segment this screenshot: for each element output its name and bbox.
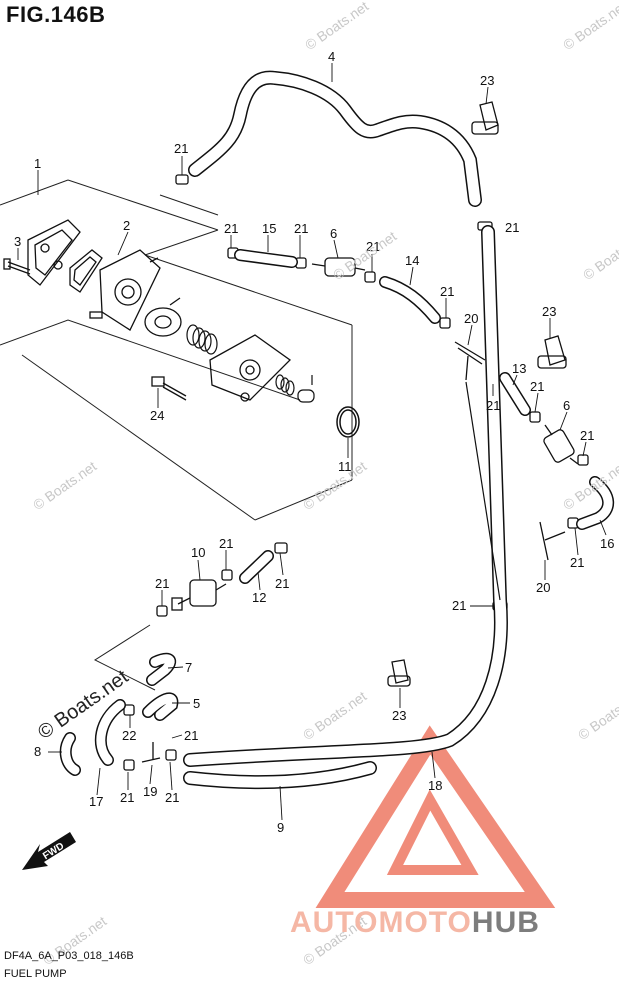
label-part-2: 2 xyxy=(123,218,130,233)
label-part-21-d: 21 xyxy=(294,221,308,236)
label-part-6-top: 6 xyxy=(330,226,337,241)
diaphragm-cap-part xyxy=(144,297,182,337)
label-part-17: 17 xyxy=(89,794,103,809)
label-part-21-g: 21 xyxy=(530,379,544,394)
brand-triangle-logo xyxy=(315,725,556,908)
label-part-21-b: 21 xyxy=(505,220,519,235)
label-part-1: 1 xyxy=(34,156,41,171)
pump-body-part xyxy=(89,249,161,331)
label-part-21-p: 21 xyxy=(120,790,134,805)
label-part-5: 5 xyxy=(193,696,200,711)
tee-fitting-lower xyxy=(539,521,566,561)
label-part-20-lower: 20 xyxy=(536,580,550,595)
hose-9 xyxy=(183,761,377,790)
hose-14 xyxy=(379,276,441,324)
fuel-hose-top xyxy=(188,70,482,207)
label-part-21-a: 21 xyxy=(174,141,188,156)
hose-clip-part xyxy=(387,101,567,687)
label-part-16: 16 xyxy=(600,536,614,551)
brand-logo: AUTOMOTOHUB xyxy=(290,906,540,940)
label-part-11: 11 xyxy=(338,459,352,474)
label-part-9: 9 xyxy=(277,820,284,835)
label-part-22: 22 xyxy=(122,728,136,743)
label-part-21-f: 21 xyxy=(440,284,454,299)
valve-spring-part xyxy=(275,374,315,403)
label-part-21-c: 21 xyxy=(224,221,238,236)
diagram-code: DF4A_6A_P03_018_146B xyxy=(4,950,134,962)
hose-17 xyxy=(94,699,126,766)
fuel-filter-top xyxy=(311,257,366,277)
label-part-24: 24 xyxy=(150,408,164,423)
label-part-19: 19 xyxy=(143,784,157,799)
spring-part xyxy=(186,324,218,355)
label-part-23-top: 23 xyxy=(480,73,494,88)
label-part-21-h: 21 xyxy=(486,398,500,413)
tee-fitting-19 xyxy=(141,742,161,763)
hose-5 xyxy=(142,692,179,721)
lower-box-lines xyxy=(93,624,156,691)
gasket-plate-part xyxy=(27,219,81,286)
label-part-10: 10 xyxy=(191,545,205,560)
label-part-21-e: 21 xyxy=(366,239,380,254)
label-part-15: 15 xyxy=(262,221,276,236)
long-hose-18 xyxy=(183,225,508,767)
screw-part xyxy=(3,258,31,275)
label-part-4: 4 xyxy=(328,49,335,64)
fuel-filter-lower xyxy=(171,579,227,611)
pump-cover-part xyxy=(209,334,292,402)
leader-lines xyxy=(17,63,607,821)
tee-fitting-top xyxy=(454,341,486,381)
label-part-21-o: 21 xyxy=(184,728,198,743)
assembly-box-lines xyxy=(0,179,353,521)
label-part-21-l: 21 xyxy=(219,536,233,551)
label-part-21-q: 21 xyxy=(165,790,179,805)
callout-labels: 1 2 3 4 23 21 21 21 15 21 6 21 14 21 20 … xyxy=(14,49,614,835)
label-part-18: 18 xyxy=(428,778,442,793)
label-part-23-lower: 23 xyxy=(392,708,406,723)
label-part-23-mid: 23 xyxy=(542,304,556,319)
tee-connection-line xyxy=(465,381,501,601)
o-ring-part xyxy=(336,406,360,438)
elbow-hose-16 xyxy=(576,476,615,530)
bolt-part xyxy=(151,376,187,401)
label-part-6-right: 6 xyxy=(563,398,570,413)
label-part-8: 8 xyxy=(34,744,41,759)
fwd-arrow-icon: FWD xyxy=(22,832,76,870)
fuel-filter-right xyxy=(543,424,579,465)
label-part-14: 14 xyxy=(405,253,419,268)
diaphragm-part xyxy=(69,249,103,293)
label-part-21-i: 21 xyxy=(580,428,594,443)
brand-text-light: AUTOMOTO xyxy=(290,906,472,939)
label-part-3: 3 xyxy=(14,234,21,249)
label-part-21-m: 21 xyxy=(275,576,289,591)
label-part-7: 7 xyxy=(185,660,192,675)
label-part-13: 13 xyxy=(512,361,526,376)
label-part-20-top: 20 xyxy=(464,311,478,326)
label-part-21-j: 21 xyxy=(570,555,584,570)
hose-12 xyxy=(239,550,274,584)
hose-7 xyxy=(146,652,177,686)
label-part-21-k: 21 xyxy=(452,598,466,613)
hose-8 xyxy=(59,732,81,776)
figure-title: FIG.146B xyxy=(6,2,106,27)
hose-13 xyxy=(499,372,531,416)
diagram-caption: FUEL PUMP xyxy=(4,968,67,980)
label-part-21-n: 21 xyxy=(155,576,169,591)
brand-text-dark: HUB xyxy=(471,906,540,939)
label-part-12: 12 xyxy=(252,590,266,605)
short-hose-15 xyxy=(234,249,298,268)
